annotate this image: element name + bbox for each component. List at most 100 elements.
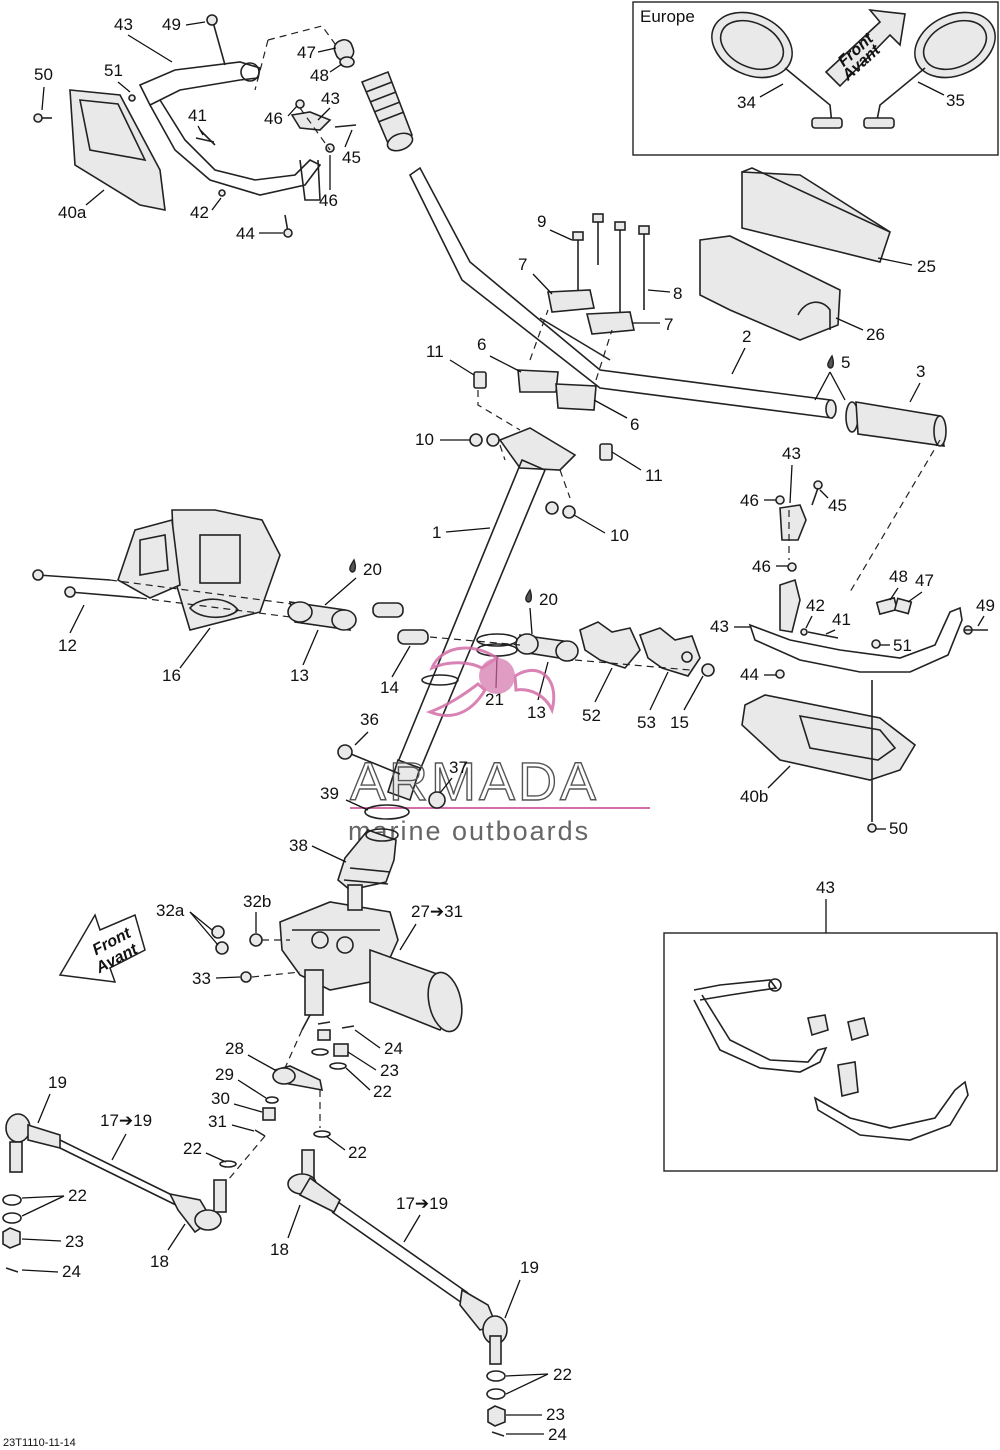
- label-34: 34: [737, 93, 756, 112]
- label-17-19-left: 17➔19: [100, 1111, 152, 1130]
- label-47-tl: 47: [297, 43, 316, 62]
- label-39: 39: [320, 784, 339, 803]
- label-22-right: 22: [553, 1365, 572, 1384]
- label-25: 25: [917, 257, 936, 276]
- hand-guard-right: [741, 680, 917, 833]
- label-40b: 40b: [740, 787, 768, 806]
- label-47-right: 47: [915, 571, 934, 590]
- label-5: 5: [841, 353, 850, 372]
- label-38: 38: [289, 836, 308, 855]
- label-29: 29: [215, 1065, 234, 1084]
- label-11-left: 11: [426, 342, 444, 361]
- label-32b: 32b: [243, 892, 271, 911]
- label-49-right: 49: [976, 596, 995, 615]
- mounting-plates: [574, 621, 715, 677]
- label-18-left: 18: [150, 1252, 169, 1271]
- watermark-logo: [425, 646, 556, 717]
- label-42-tl: 42: [190, 203, 209, 222]
- label-41-right: 41: [832, 610, 851, 629]
- label-45-right: 45: [828, 496, 847, 515]
- label-21: 21: [485, 690, 504, 709]
- label-46-tl2: 46: [319, 191, 338, 210]
- label-22-mid2: 22: [348, 1143, 367, 1162]
- label-43-tl: 43: [114, 15, 133, 34]
- label-50-tl: 50: [34, 65, 53, 84]
- label-3: 3: [916, 362, 925, 381]
- tie-rod-left: [2, 1113, 227, 1273]
- label-43-right2: 43: [710, 617, 729, 636]
- hand-guard-right-assembly: [748, 439, 988, 679]
- label-13-left: 13: [290, 666, 309, 685]
- grip-left: [360, 70, 414, 152]
- label-14: 14: [380, 678, 399, 697]
- label-13-right: 13: [527, 703, 546, 722]
- label-44-right: 44: [740, 665, 759, 684]
- mirror-right: [863, 11, 996, 129]
- column-clamps: [287, 601, 579, 662]
- label-41-tl: 41: [188, 106, 207, 125]
- label-19-left: 19: [48, 1073, 67, 1092]
- label-48-tl: 48: [310, 66, 329, 85]
- label-28: 28: [225, 1039, 244, 1058]
- label-33: 33: [192, 969, 211, 988]
- label-6-left: 6: [477, 335, 486, 354]
- label-50-right: 50: [889, 819, 908, 838]
- label-9: 9: [537, 212, 546, 231]
- power-steering-unit: [279, 884, 463, 1033]
- label-26: 26: [866, 325, 885, 344]
- label-43-tl2: 43: [321, 89, 340, 108]
- label-24-right: 24: [548, 1425, 567, 1444]
- label-49-tl: 49: [162, 15, 181, 34]
- label-36: 36: [360, 710, 379, 729]
- label-43-right: 43: [782, 444, 801, 463]
- figure-code: 23T1110-11-14: [3, 1437, 76, 1449]
- label-51-right: 51: [893, 636, 912, 655]
- handlebar-pad: [699, 167, 891, 341]
- label-53: 53: [637, 713, 656, 732]
- label-32a: 32a: [156, 901, 185, 920]
- column-support-bracket: [32, 509, 331, 631]
- label-20-right: 20: [539, 590, 558, 609]
- label-2: 2: [742, 327, 751, 346]
- label-42-right: 42: [806, 596, 825, 615]
- label-12: 12: [58, 636, 77, 655]
- label-24-left: 24: [62, 1262, 81, 1281]
- label-46-right2: 46: [752, 557, 771, 576]
- tie-rod-right: [287, 1149, 508, 1437]
- front-direction-arrow-top: Front Avant: [824, 8, 906, 88]
- label-22-mid: 22: [373, 1082, 392, 1101]
- label-46-tl: 46: [264, 109, 283, 128]
- label-51-tl: 51: [104, 61, 123, 80]
- label-10-right: 10: [610, 526, 629, 545]
- hand-guard-left-assembly: [33, 14, 414, 238]
- label-10-left: 10: [415, 430, 434, 449]
- label-24-mid: 24: [384, 1039, 403, 1058]
- label-7-right: 7: [664, 315, 673, 334]
- label-15: 15: [670, 713, 689, 732]
- label-11-right: 11: [645, 466, 663, 485]
- label-22-far-left: 22: [68, 1186, 87, 1205]
- label-45-tl: 45: [342, 148, 361, 167]
- pitman-arm: [227, 1021, 355, 1181]
- label-8: 8: [673, 284, 682, 303]
- label-18-right: 18: [270, 1240, 289, 1259]
- europe-label: Europe: [640, 7, 695, 26]
- label-19-right: 19: [520, 1258, 539, 1277]
- column-boot: [337, 828, 399, 891]
- label-31: 31: [208, 1112, 227, 1131]
- label-43-inset: 43: [816, 878, 835, 897]
- label-1: 1: [432, 523, 441, 542]
- label-37: 37: [449, 758, 468, 777]
- label-46-right: 46: [740, 491, 759, 510]
- front-direction-arrow-bottom: Front Avant: [58, 913, 146, 983]
- watermark-title: ARMADA: [350, 752, 599, 812]
- label-44-tl: 44: [236, 224, 255, 243]
- label-23-right: 23: [546, 1405, 565, 1424]
- label-20-left: 20: [363, 560, 382, 579]
- label-30: 30: [211, 1089, 230, 1108]
- steering-column: [387, 458, 547, 802]
- inset-43: [663, 932, 998, 1172]
- label-40a: 40a: [58, 203, 87, 222]
- label-6-right: 6: [630, 415, 639, 434]
